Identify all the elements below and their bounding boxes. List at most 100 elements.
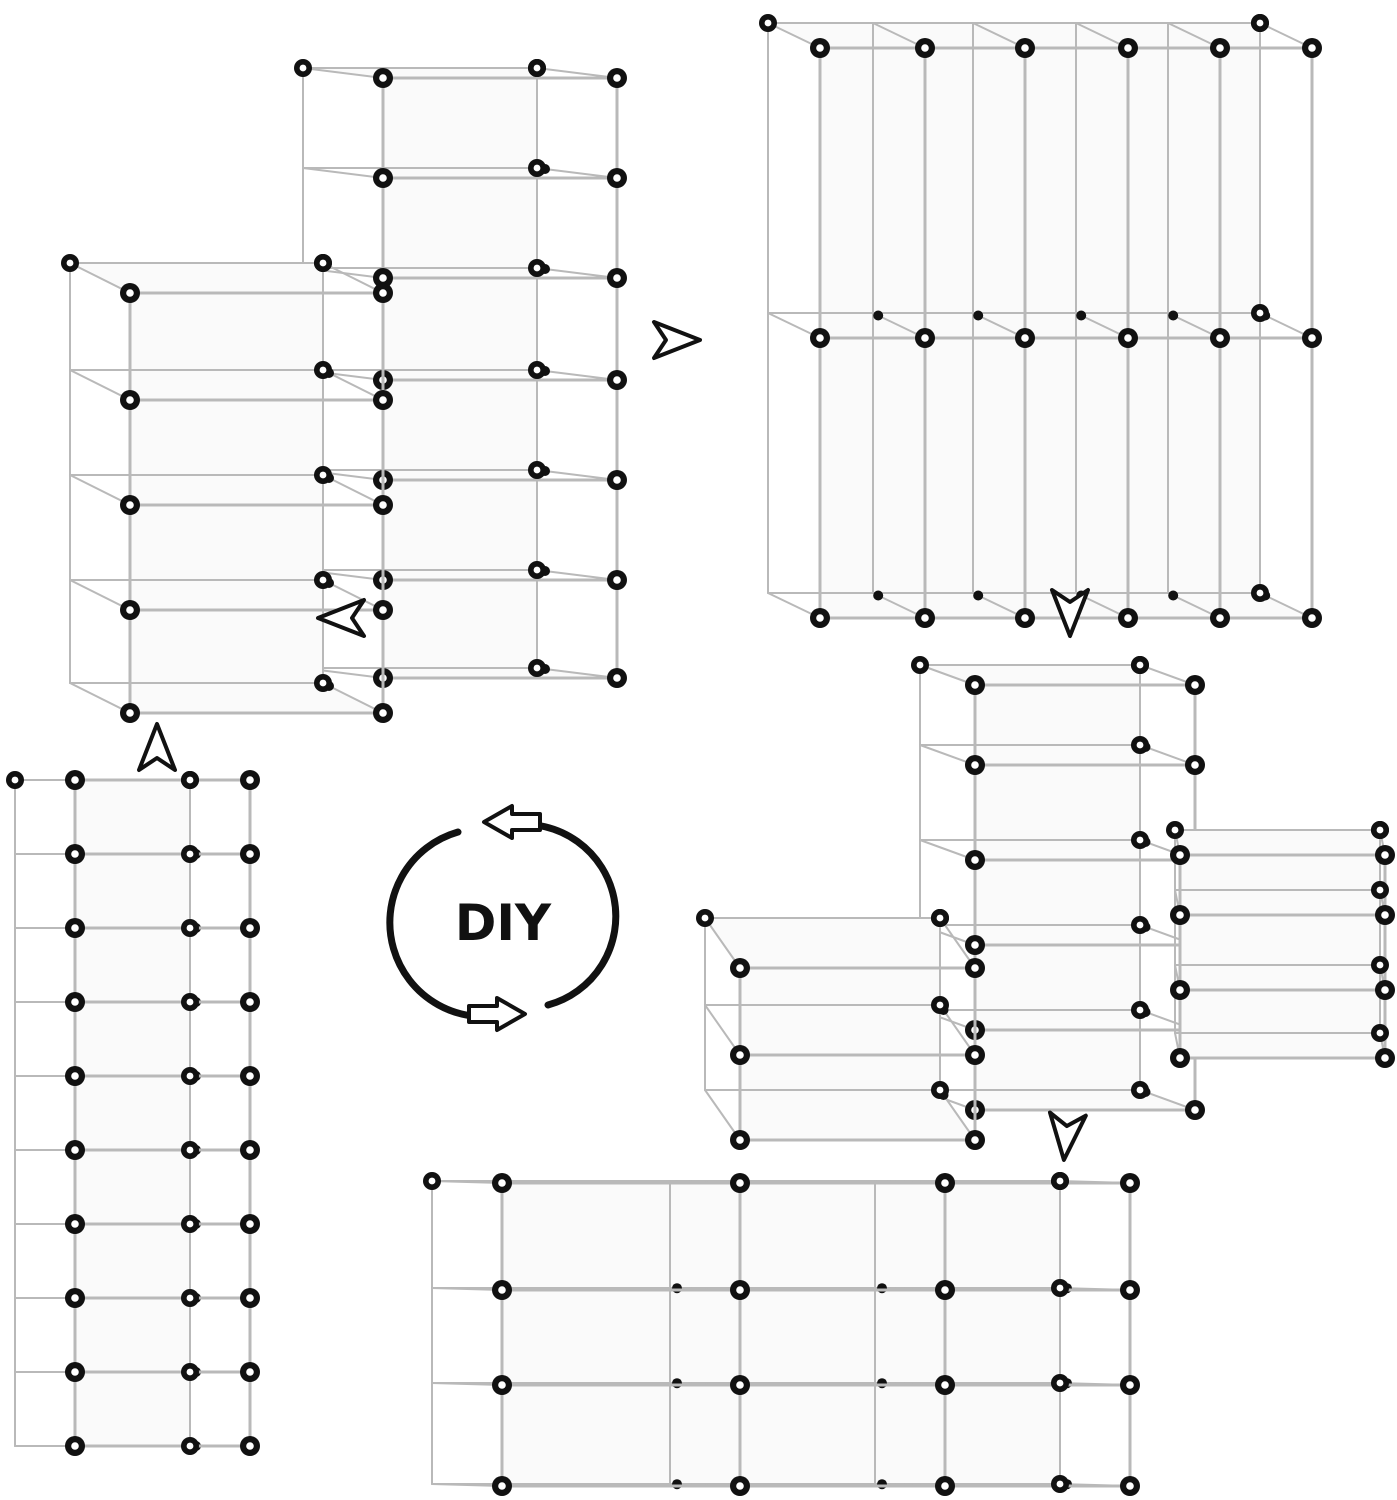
connector-knob [1251, 584, 1269, 602]
connector-knob [1302, 608, 1322, 628]
connector-knob [373, 283, 393, 303]
connector-knob [935, 1375, 955, 1395]
connector-knob [935, 1173, 955, 1193]
connector-knob [181, 1067, 199, 1085]
connector-knob [1185, 755, 1205, 775]
connector-knob [1375, 1048, 1395, 1068]
connector-knob [373, 268, 393, 288]
connector-knob [1185, 1100, 1205, 1120]
connector-knob [1120, 1375, 1140, 1395]
connector-knob [120, 283, 140, 303]
connector-knob [6, 771, 24, 789]
connector-knob [240, 1066, 260, 1086]
connector-knob [965, 755, 985, 775]
connector-knob [931, 909, 949, 927]
connector-knob [607, 668, 627, 688]
connector-knob [240, 1362, 260, 1382]
connector-knob [314, 254, 332, 272]
diy-label: DIY [455, 894, 552, 952]
connector-knob [373, 390, 393, 410]
shelf-config-tower [6, 770, 260, 1456]
connector-knob [1371, 881, 1389, 899]
flow-arrow-right [652, 320, 702, 360]
connector-knob [1118, 608, 1138, 628]
refresh-cycle-icon [386, 804, 620, 1032]
connector-knob [1015, 328, 1035, 348]
connector-knob [1210, 608, 1230, 628]
connector-knob [730, 1476, 750, 1496]
connector-knob [65, 770, 85, 790]
connector-knob [181, 1363, 199, 1381]
connector-knob [492, 1375, 512, 1395]
connector-knob [1118, 328, 1138, 348]
connector-knob [730, 1045, 750, 1065]
connector-knob [240, 1214, 260, 1234]
connector-knob [730, 1375, 750, 1395]
connector-knob [65, 1288, 85, 1308]
connector-knob [1131, 736, 1149, 754]
connector-knob [965, 675, 985, 695]
connector-knob [1210, 328, 1230, 348]
connector-knob [120, 495, 140, 515]
connector-knob [528, 259, 546, 277]
connector-knob [965, 850, 985, 870]
connector-knob [1131, 831, 1149, 849]
connector-knob [1120, 1476, 1140, 1496]
connector-knob [373, 703, 393, 723]
connector-knob [1131, 1081, 1149, 1099]
connector-knob [314, 571, 332, 589]
diy-badge: DIY [386, 804, 620, 1032]
connector-knob [931, 1081, 949, 1099]
connector-knob [696, 909, 714, 927]
connector-knob [373, 68, 393, 88]
connector-knob [65, 992, 85, 1012]
connector-knob [240, 844, 260, 864]
connector-knob [915, 608, 935, 628]
connector-knob [240, 1140, 260, 1160]
shelf-config-wide-tall [759, 14, 1322, 628]
connector-knob [240, 992, 260, 1012]
connector-knob [240, 770, 260, 790]
connector-knob [730, 1173, 750, 1193]
connector-knob [730, 958, 750, 978]
connector-knob [1166, 821, 1184, 839]
connector-knob [492, 1280, 512, 1300]
connector-knob [607, 168, 627, 188]
connector-knob [181, 993, 199, 1011]
connector-knob [1170, 905, 1190, 925]
connector-knob [528, 561, 546, 579]
connector-knob [1015, 38, 1035, 58]
shelf-config-long [423, 1172, 1140, 1496]
connector-knob [120, 600, 140, 620]
connector-knob [1051, 1475, 1069, 1493]
connector-knob [965, 1130, 985, 1150]
flow-arrow-down-2 [1047, 1110, 1088, 1162]
connector-knob [65, 1214, 85, 1234]
connector-knob [65, 1066, 85, 1086]
connector-knob [965, 935, 985, 955]
connector-knob [607, 570, 627, 590]
connector-knob [423, 1172, 441, 1190]
connector-knob [528, 59, 546, 77]
connector-knob [1015, 608, 1035, 628]
flow-arrow-up [137, 722, 177, 772]
connector-knob [314, 361, 332, 379]
connector-knob [65, 918, 85, 938]
connector-knob [373, 168, 393, 188]
shelf-config-step-cross [696, 656, 1395, 1150]
flow-arrow-left [316, 598, 366, 638]
connector-knob [810, 328, 830, 348]
connector-knob [1185, 675, 1205, 695]
connector-knob [120, 703, 140, 723]
connector-knob [935, 1476, 955, 1496]
shelf-config-stepped [61, 59, 627, 723]
connector-knob [1051, 1172, 1069, 1190]
connector-knob [373, 495, 393, 515]
connector-knob [65, 1436, 85, 1456]
connector-knob [240, 1436, 260, 1456]
connector-knob [1251, 14, 1269, 32]
connector-knob [1170, 980, 1190, 1000]
connector-knob [1131, 656, 1149, 674]
connector-knob [931, 996, 949, 1014]
